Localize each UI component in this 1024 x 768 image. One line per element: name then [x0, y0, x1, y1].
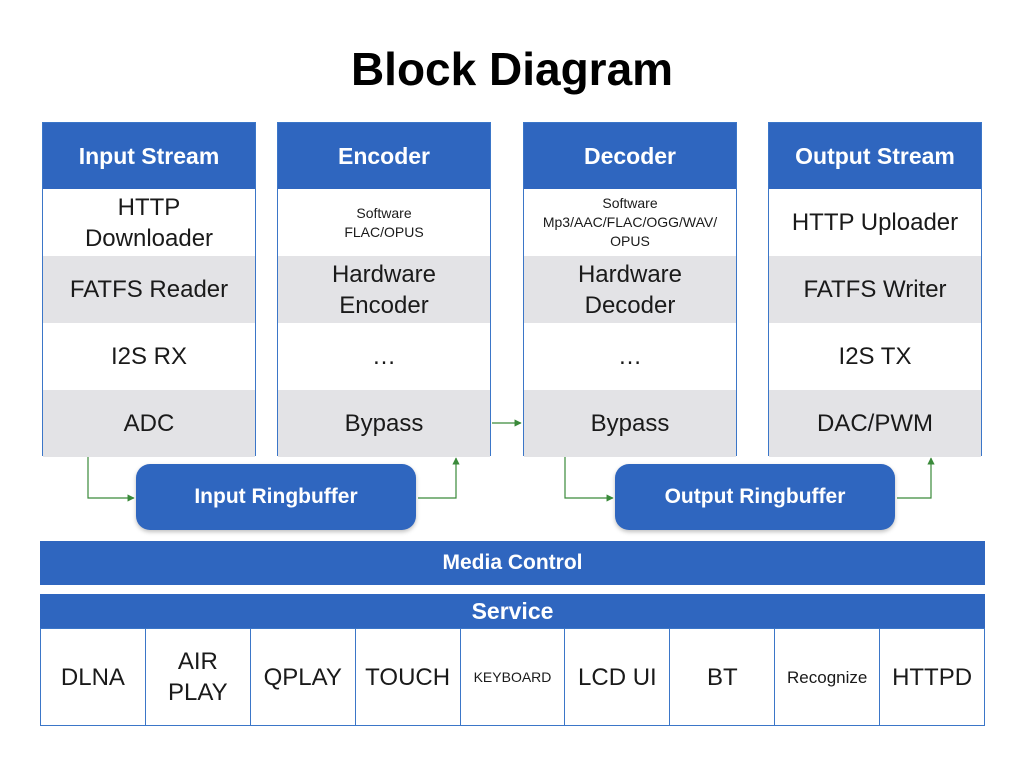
column-decoder: Decoder Software Mp3/AAC/FLAC/OGG/WAV/ O… [523, 122, 737, 457]
service-recognize: Recognize [775, 629, 881, 725]
block-hardware-decoder: Hardware Decoder [524, 256, 736, 323]
arrow-ringbuffer-to-encoder [418, 457, 460, 499]
service-qplay: QPLAY [251, 629, 356, 725]
block-encoder-more: … [372, 343, 396, 370]
service-header: Service [40, 594, 985, 629]
column-encoder: Encoder Software FLAC/OPUS Hardware Enco… [277, 122, 491, 457]
column-header: Input Stream [43, 123, 255, 189]
service-keyboard: KEYBOARD [461, 629, 566, 725]
arrow-input-to-ringbuffer [87, 457, 135, 502]
service-touch: TOUCH [356, 629, 461, 725]
block-decoder-more: … [618, 343, 642, 370]
block-i2s-tx: I2S TX [838, 343, 912, 370]
column-input-stream: Input Stream HTTP Downloader FATFS Reade… [42, 122, 256, 457]
block-http-uploader: HTTP Uploader [791, 209, 959, 236]
block-software-decoder: Software Mp3/AAC/FLAC/OGG/WAV/ OPUS [542, 195, 718, 249]
diagram-title: Block Diagram [350, 43, 674, 95]
block-fatfs-writer: FATFS Writer [769, 256, 981, 323]
block-encoder-bypass: Bypass [278, 390, 490, 457]
arrow-decoder-to-ringbuffer [564, 457, 614, 502]
media-control-bar: Media Control [40, 541, 985, 585]
column-header: Encoder [278, 123, 490, 189]
block-dac-pwm: DAC/PWM [769, 390, 981, 457]
block-http-downloader: HTTP Downloader [84, 193, 214, 252]
block-software-encoder: Software FLAC/OPUS [344, 204, 424, 240]
services-row: DLNA AIR PLAY QPLAY TOUCH KEYBOARD LCD U… [40, 628, 985, 726]
arrow-ringbuffer-to-output [897, 457, 935, 499]
column-header: Output Stream [769, 123, 981, 189]
block-hardware-encoder: Hardware Encoder [278, 256, 490, 323]
block-decoder-bypass: Bypass [524, 390, 736, 457]
output-ringbuffer: Output Ringbuffer [615, 464, 895, 530]
block-adc: ADC [43, 390, 255, 457]
service-airplay: AIR PLAY [146, 629, 251, 725]
block-fatfs-reader: FATFS Reader [43, 256, 255, 323]
block-i2s-rx: I2S RX [110, 343, 188, 370]
column-output-stream: Output Stream HTTP Uploader FATFS Writer… [768, 122, 982, 457]
input-ringbuffer: Input Ringbuffer [136, 464, 416, 530]
column-header: Decoder [524, 123, 736, 189]
service-httpd: HTTPD [892, 663, 973, 691]
service-lcd-ui: LCD UI [565, 629, 671, 725]
service-bt: BT [670, 629, 776, 725]
service-dlna: DLNA [41, 629, 146, 725]
